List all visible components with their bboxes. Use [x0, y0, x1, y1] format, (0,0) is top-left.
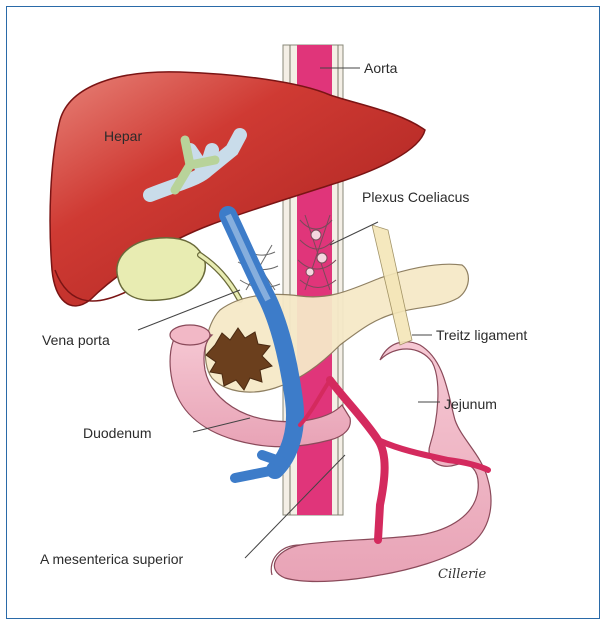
- label-aorta: Aorta: [364, 60, 398, 76]
- label-vena-porta: Vena porta: [42, 332, 110, 348]
- artist-signature: Cillerie: [438, 567, 486, 582]
- label-jejunum: Jejunum: [444, 396, 497, 412]
- label-a-mesenterica-superior: A mesenterica superior: [40, 551, 184, 567]
- label-hepar: Hepar: [104, 128, 142, 144]
- gallbladder: [117, 238, 205, 301]
- label-plexus-coeliacus: Plexus Coeliacus: [362, 189, 469, 205]
- label-duodenum: Duodenum: [83, 425, 152, 441]
- label-treitz-ligament: Treitz ligament: [436, 327, 527, 343]
